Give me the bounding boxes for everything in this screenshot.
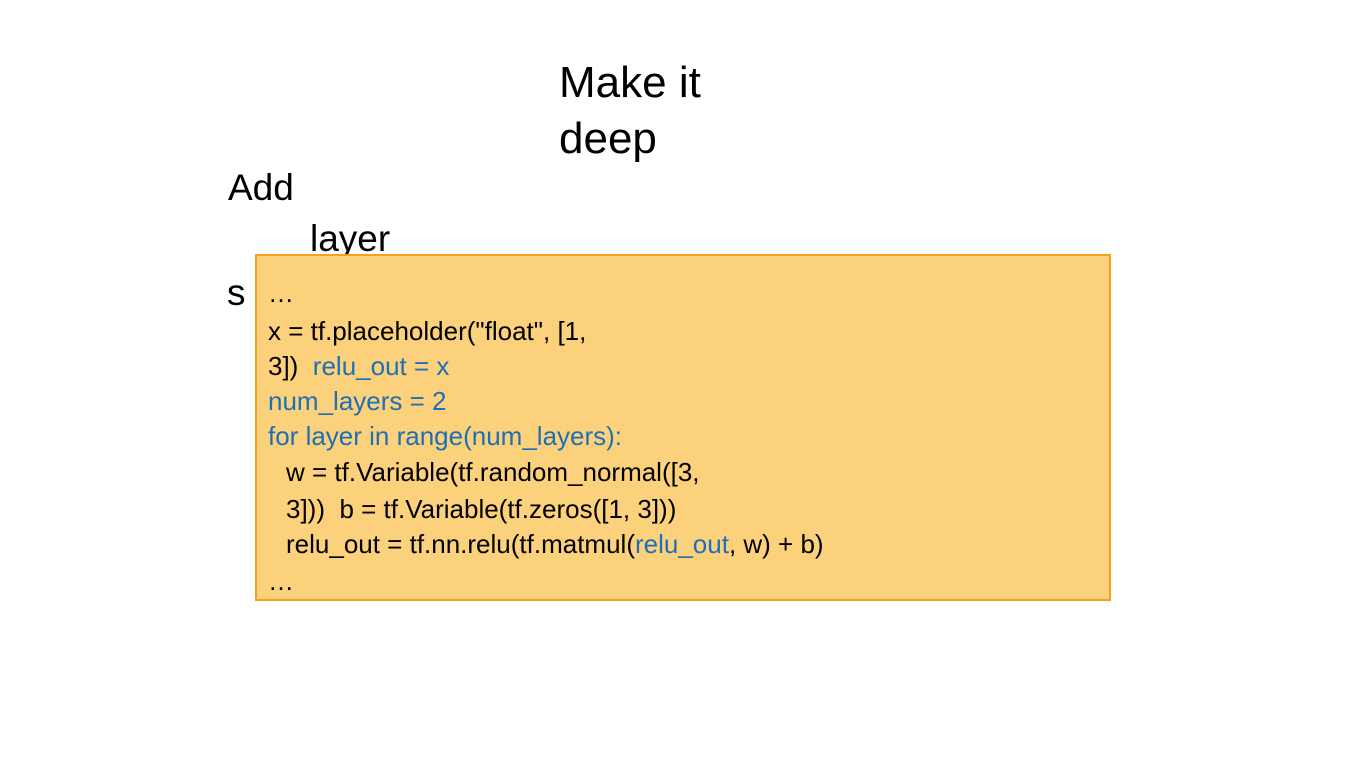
code-token-weights-end: 3])): [286, 494, 325, 524]
code-token-relu-assign: relu_out = x: [312, 351, 450, 381]
code-token-relu-tail: , w) + b): [728, 529, 824, 559]
side-text-line-3: s: [227, 272, 246, 313]
code-line-for-loop: for layer in range(num_layers):: [268, 421, 623, 451]
side-text-line-1: Add: [228, 167, 294, 208]
code-token-shape-end: 3]): [268, 351, 299, 381]
title-line-1: Make it: [559, 58, 701, 107]
title-line-2: deep: [559, 114, 657, 163]
code-block: … x = tf.placeholder("float", [1, 3]) re…: [255, 254, 1111, 601]
code-line-placeholder: x = tf.placeholder("float", [1,: [268, 316, 587, 346]
code-line-ellipsis-top: …: [268, 278, 294, 308]
code-token-bias-assign: b = tf.Variable(tf.zeros([1, 3])): [339, 494, 677, 524]
code-line-weights: w = tf.Variable(tf.random_normal([3,: [286, 457, 700, 487]
code-line-relu-init: 3]) relu_out = x: [268, 351, 449, 381]
code-line-relu-update: relu_out = tf.nn.relu(tf.matmul(relu_out…: [286, 529, 824, 559]
code-token-relu-var: relu_out: [634, 529, 729, 559]
code-line-bias: 3])) b = tf.Variable(tf.zeros([1, 3])): [286, 494, 676, 524]
code-token-relu-call: relu_out = tf.nn.relu(tf.matmul(: [286, 529, 635, 559]
code-line-num-layers: num_layers = 2: [268, 386, 447, 416]
code-line-ellipsis-bottom: …: [268, 566, 294, 596]
side-text-line-2: layer: [310, 218, 391, 259]
